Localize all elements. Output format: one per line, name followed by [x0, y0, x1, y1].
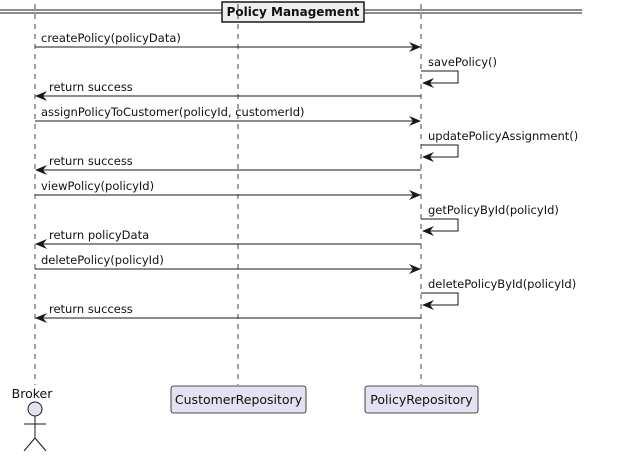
message-label: return policyData — [49, 228, 149, 242]
message-label: createPolicy(policyData) — [41, 31, 181, 45]
message-label: viewPolicy(policyId) — [41, 179, 154, 193]
message-label: updatePolicyAssignment() — [428, 129, 578, 143]
message-label: savePolicy() — [428, 55, 497, 69]
participant-box-customer-repository — [170, 385, 307, 414]
message-label: return success — [49, 302, 133, 316]
message-label: deletePolicyById(policyId) — [428, 277, 576, 291]
message-12: return success — [35, 302, 421, 323]
group-title-box — [221, 1, 365, 23]
participant-customer-repository[interactable]: CustomerRepository — [170, 385, 307, 414]
actor-figure-icon — [23, 401, 47, 452]
participant-label-policy-repository: PolicyRepository — [370, 392, 473, 407]
self-message-arrow — [421, 218, 459, 236]
self-message-arrow — [421, 144, 459, 162]
actor-broker[interactable]: Broker — [12, 386, 54, 452]
message-3: return success — [35, 80, 421, 101]
message-11: deletePolicyById(policyId) — [421, 277, 576, 310]
message-8: getPolicyById(policyId) — [421, 203, 559, 236]
message-6: return success — [35, 154, 421, 175]
message-label: deletePolicy(policyId) — [41, 253, 164, 267]
message-4: assignPolicyToCustomer(policyId, custome… — [35, 105, 421, 126]
group-separator: Policy Management — [0, 1, 582, 23]
message-label: return success — [49, 80, 133, 94]
message-9: return policyData — [35, 228, 421, 249]
group-title: Policy Management — [227, 5, 360, 19]
message-7: viewPolicy(policyId) — [35, 179, 421, 200]
participant-box-policy-repository — [364, 385, 479, 414]
self-message-arrow — [421, 292, 459, 310]
message-10: deletePolicy(policyId) — [35, 253, 421, 274]
participant-label-customer-repository: CustomerRepository — [175, 392, 303, 407]
message-label: return success — [49, 154, 133, 168]
self-message-arrow — [421, 70, 459, 88]
message-2: savePolicy() — [421, 55, 497, 88]
message-1: createPolicy(policyData) — [35, 31, 421, 52]
message-label: getPolicyById(policyId) — [428, 203, 559, 217]
message-5: updatePolicyAssignment() — [421, 129, 578, 162]
messages: createPolicy(policyData) savePolicy() retu… — [35, 31, 578, 323]
participant-policy-repository[interactable]: PolicyRepository — [364, 385, 479, 414]
message-label: assignPolicyToCustomer(policyId, custome… — [41, 105, 305, 119]
participant-label-broker: Broker — [12, 386, 54, 401]
